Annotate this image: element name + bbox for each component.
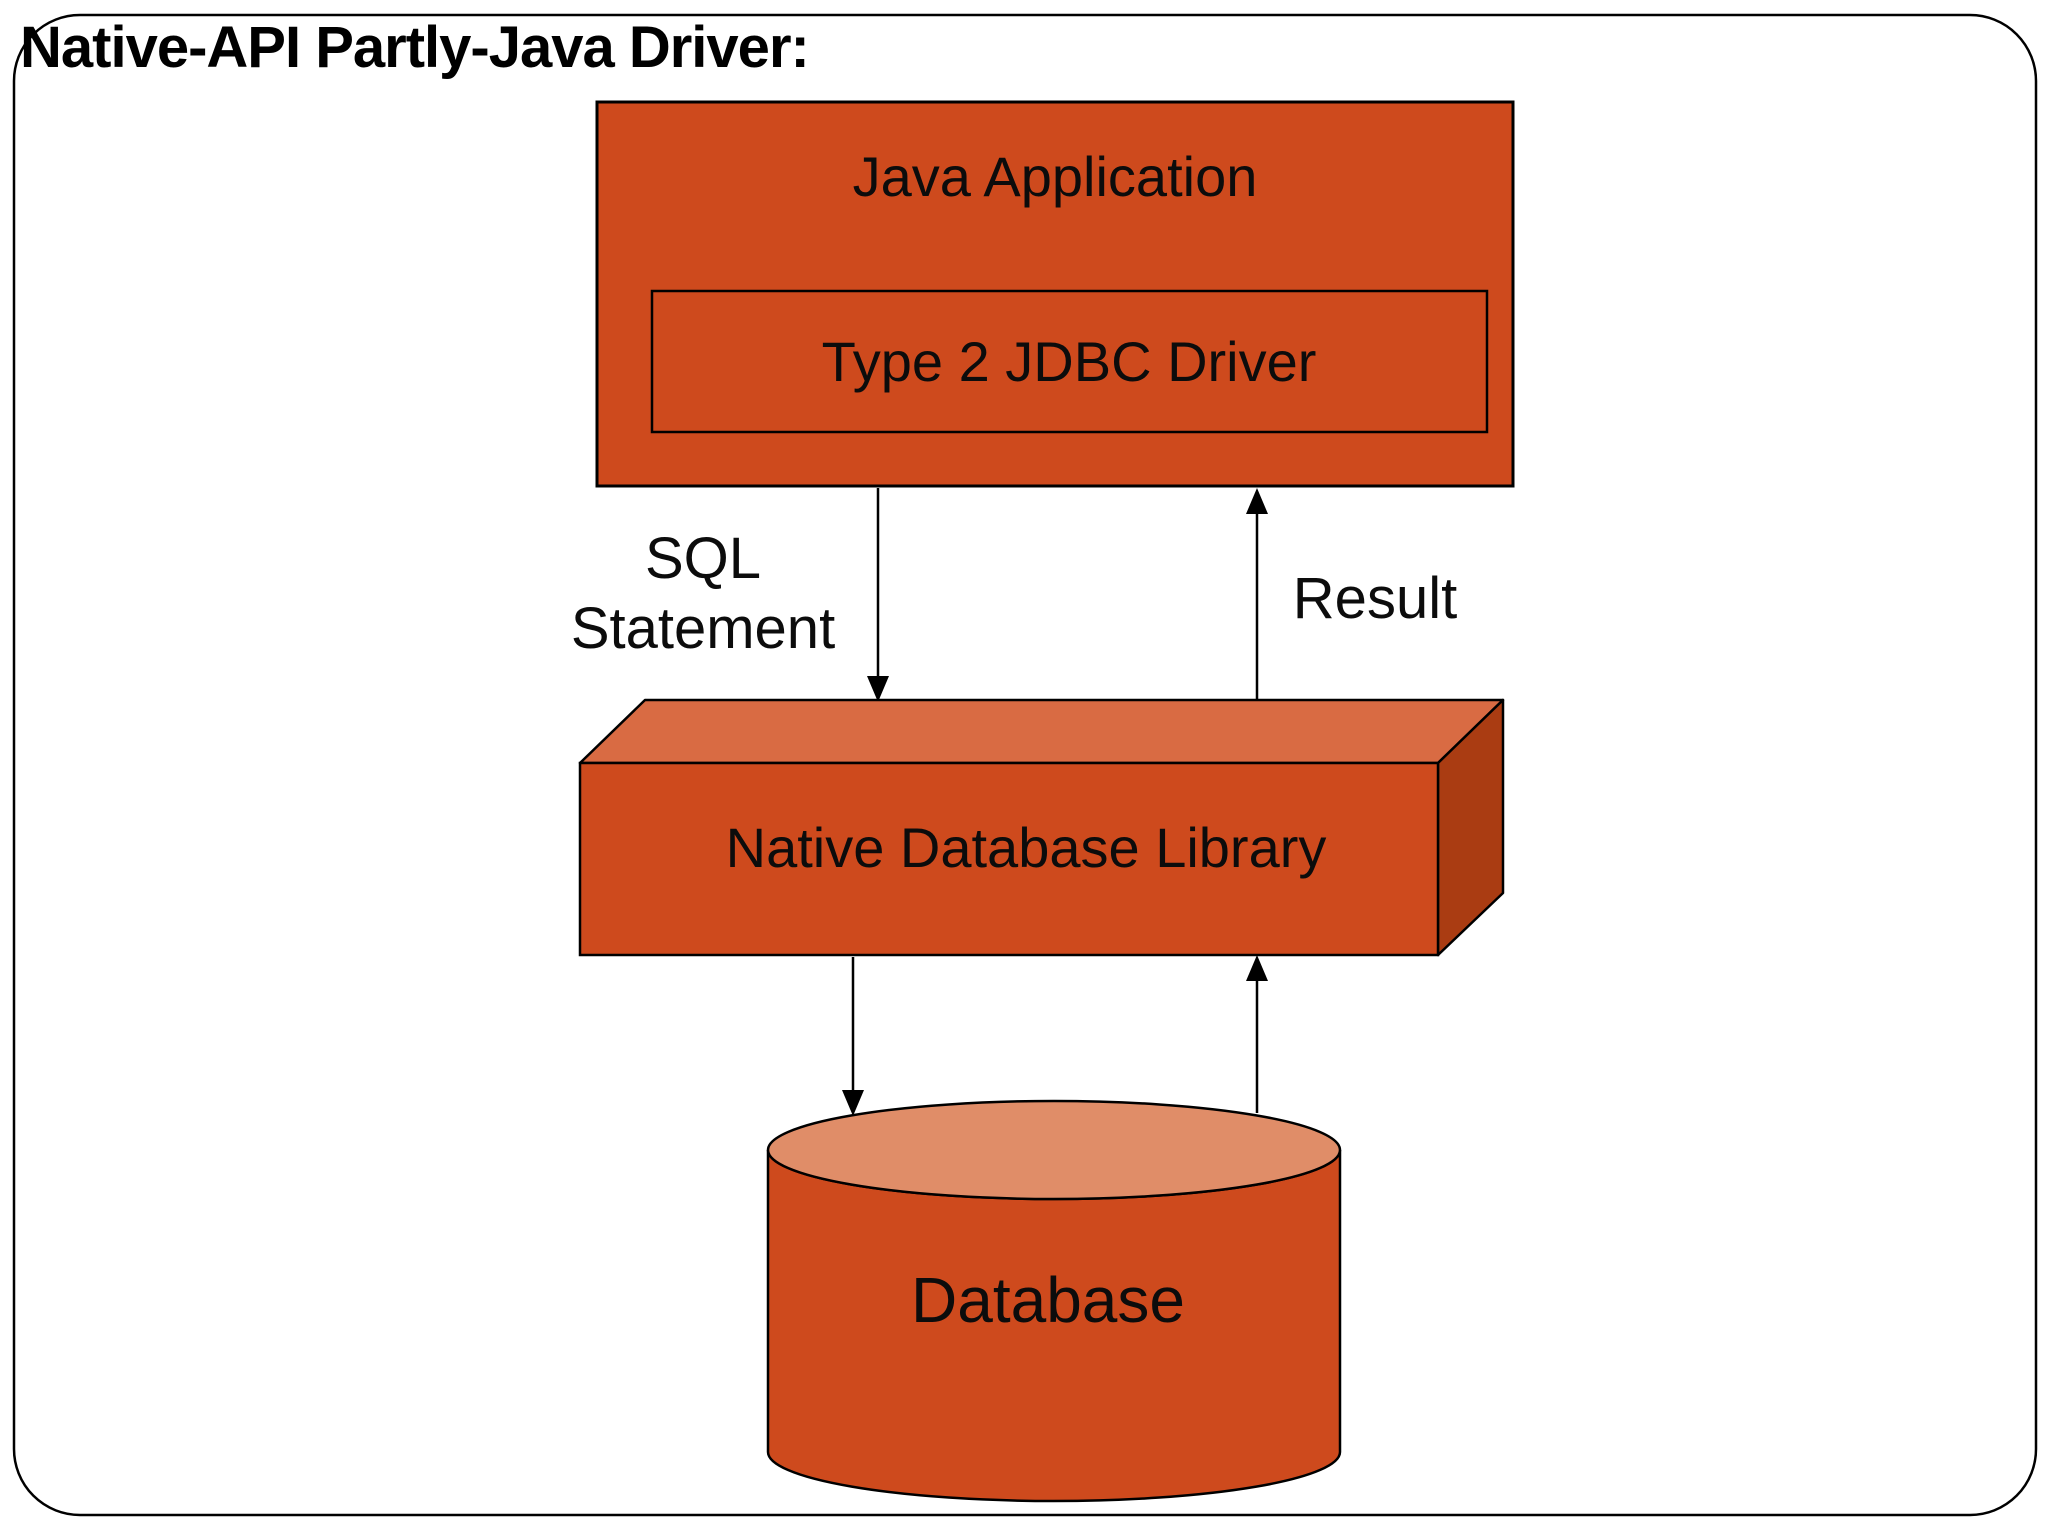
library-to-database-arrow — [842, 957, 864, 1116]
jdbc-driver-label: Type 2 JDBC Driver — [821, 330, 1317, 393]
java-application-label: Java Application — [852, 145, 1258, 208]
result-label: Result — [1292, 566, 1458, 631]
jdbc-driver-box — [650, 289, 1489, 434]
result-arrow — [1246, 488, 1268, 700]
arrowhead-up-icon — [1246, 488, 1268, 514]
java-application-box — [595, 100, 1515, 488]
sql-statement-line2: Statement — [570, 595, 836, 661]
native-library-box — [578, 698, 1505, 957]
arrowhead-down-icon — [867, 676, 889, 702]
native-library-front-face — [578, 761, 1440, 957]
database-cylinder-top — [766, 1099, 1342, 1201]
database-label: Database — [911, 1264, 1185, 1336]
database-to-library-arrow — [1246, 955, 1268, 1113]
database-cylinder — [766, 1099, 1342, 1503]
sql-statement-label: SQL Statement — [571, 524, 835, 663]
native-library-label: Native Database Library — [725, 816, 1327, 879]
native-library-top-face — [578, 698, 1505, 765]
sql-statement-line1: SQL — [644, 526, 762, 591]
arrowhead-up-icon — [1246, 955, 1268, 981]
slide-frame-border — [12, 13, 2038, 1517]
sql-statement-arrow — [867, 488, 889, 702]
page-title: Native-API Partly-Java Driver: — [20, 15, 810, 80]
arrowhead-down-icon — [842, 1090, 864, 1116]
